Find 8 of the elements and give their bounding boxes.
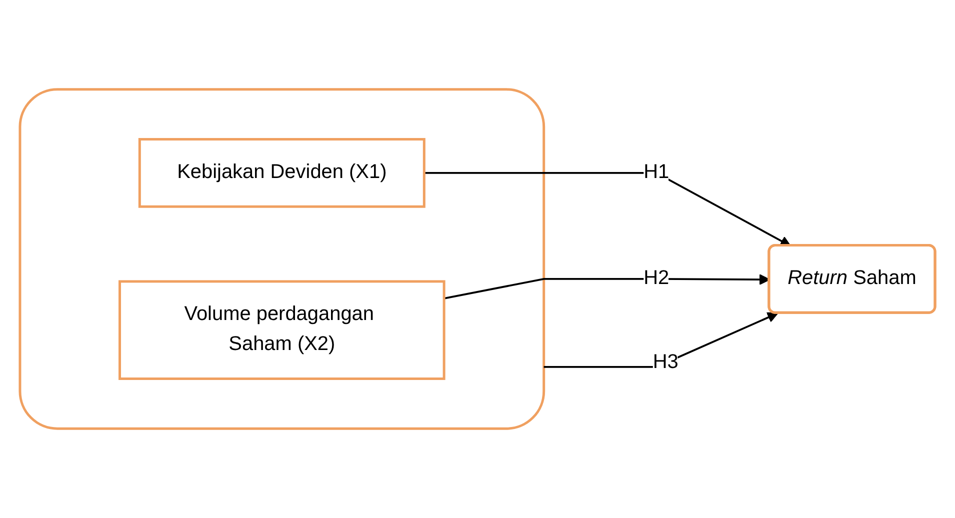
node-box: Volume perdagangan Saham (X2) (118, 280, 446, 380)
node-box: Kebijakan Deviden (X1) (138, 138, 426, 208)
edge-label: H2 (644, 268, 670, 289)
arrow (424, 172, 791, 246)
edge-label: H1 (644, 162, 670, 183)
cluster (18, 88, 546, 430)
arrow (544, 312, 778, 368)
edge-label: H3 (652, 352, 678, 373)
